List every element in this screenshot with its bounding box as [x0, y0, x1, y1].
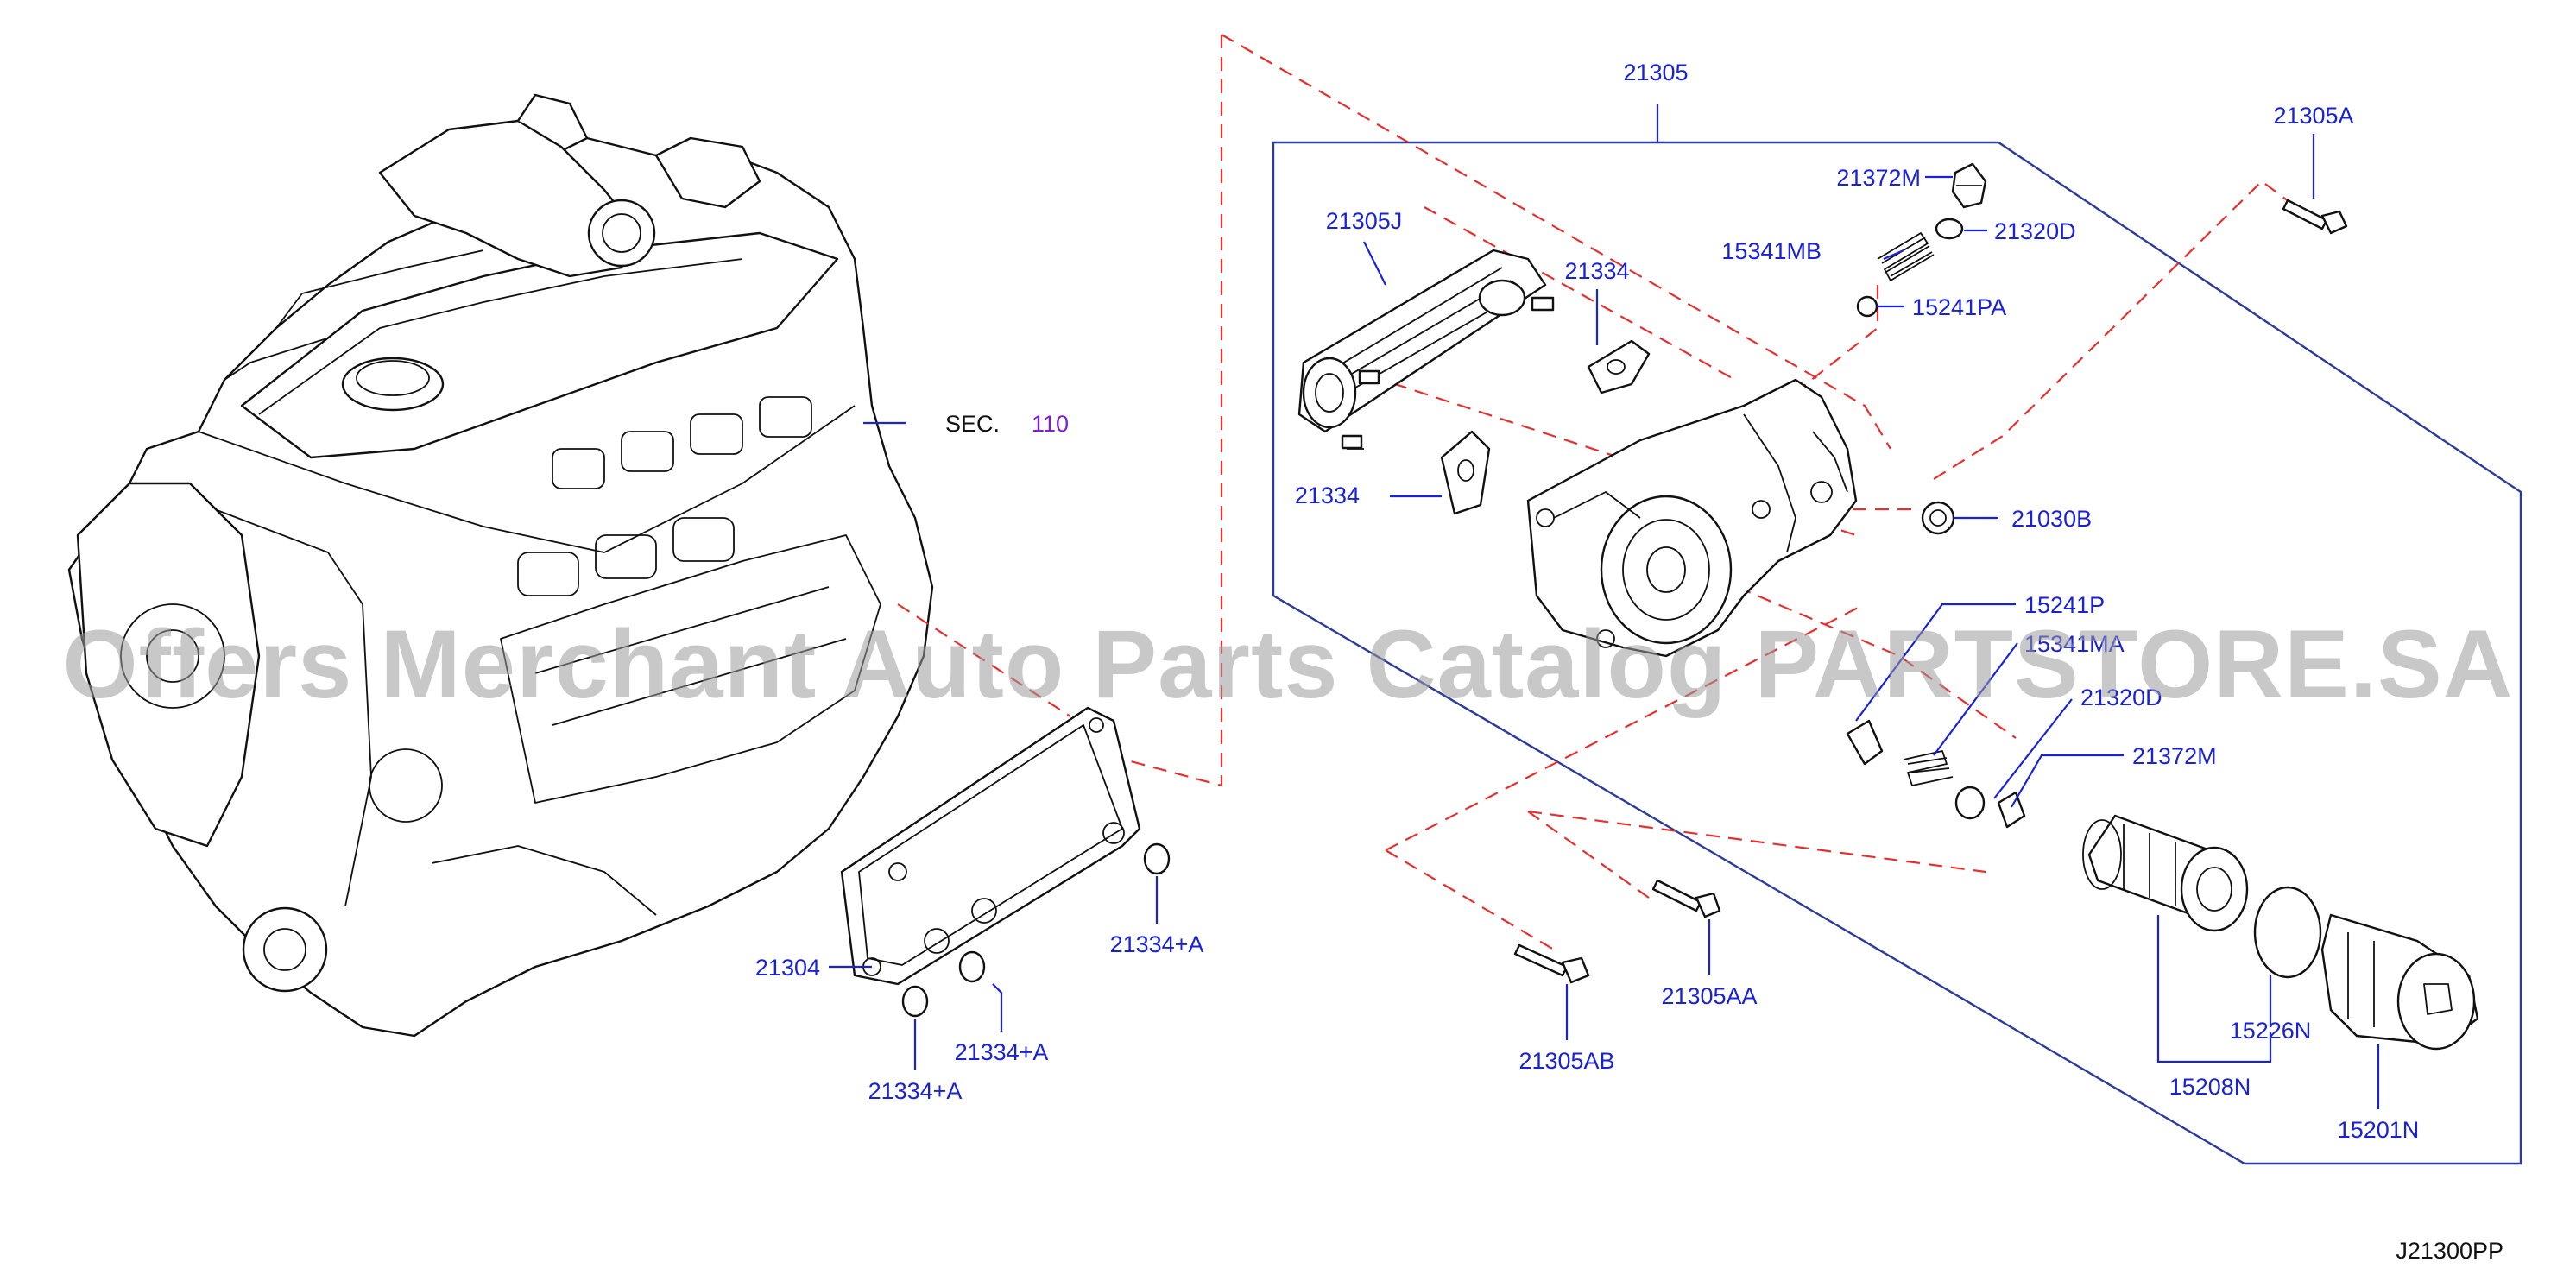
callout-15241p: 15241P — [2024, 592, 2105, 618]
relief-valve-upper — [1856, 162, 1987, 318]
callout-21372m-low: 21372M — [2132, 743, 2217, 769]
oil-filter-cap — [2320, 913, 2479, 1051]
callout-21334-top: 21334 — [1564, 258, 1629, 284]
bolt-21305aa — [1651, 879, 1721, 918]
gasket-hole — [1607, 359, 1626, 375]
figure-code: J21300PP — [2396, 1238, 2503, 1264]
callout-15208n: 15208N — [2169, 1074, 2251, 1100]
filter-o-ring-icon — [2253, 886, 2322, 979]
callout-21030b: 21030B — [2011, 506, 2092, 532]
callout-21305: 21305 — [1623, 60, 1688, 85]
oil-cooler-gasket — [840, 706, 1141, 986]
section-ref-link[interactable]: 110 — [1032, 411, 1069, 437]
callout-21305ab: 21305AB — [1518, 1048, 1614, 1074]
o-ring-icon — [901, 985, 929, 1018]
gasket-small-upper — [1587, 339, 1651, 394]
callout-21305j: 21305J — [1326, 208, 1403, 234]
callout-21334a-3: 21334+A — [1110, 931, 1204, 957]
callout-21304: 21304 — [755, 955, 820, 981]
callout-21334-left: 21334 — [1295, 483, 1360, 508]
callout-15226n: 15226N — [2230, 1018, 2312, 1044]
bolt-21305a — [2282, 199, 2348, 235]
oil-cooler — [1297, 249, 1555, 450]
callout-21305aa: 21305AA — [1661, 983, 1757, 1009]
assembly-frame — [1272, 141, 2522, 1165]
relief-valve-lower — [1846, 719, 2026, 829]
gasket-hole — [1457, 459, 1474, 482]
leader-lines — [829, 104, 2380, 1109]
callout-15341mb: 15341MB — [1721, 238, 1822, 264]
gasket-small-lower — [1440, 430, 1491, 515]
oil-filter-element — [2082, 814, 2249, 932]
callout-15241pa: 15241PA — [1912, 294, 2006, 320]
watermark: Offers Merchant Auto Parts Catalog PARTS… — [62, 610, 2513, 718]
callout-21305a: 21305A — [2273, 103, 2353, 129]
o-ring-icon — [1143, 842, 1171, 875]
section-ref-prefix: SEC. — [945, 411, 1000, 437]
plug-21030b — [1921, 501, 1955, 535]
callout-21320d-top: 21320D — [1994, 218, 2076, 244]
callout-21320d-low: 21320D — [2080, 685, 2162, 710]
engine-block-illustration — [67, 93, 934, 1038]
callout-15201n: 15201N — [2338, 1117, 2420, 1143]
callout-21334a-2: 21334+A — [955, 1039, 1049, 1065]
oil-filter-bracket — [1526, 378, 1858, 658]
callout-21372m-top: 21372M — [1836, 165, 1921, 191]
bolt-21305ab — [1513, 943, 1590, 984]
callouts: 21305 21305A 21372M 21320D 15341MB 15241… — [755, 60, 2419, 1143]
o-ring-icon — [958, 950, 986, 983]
callout-15341ma: 15341MA — [2024, 631, 2125, 657]
callout-21334a-1: 21334+A — [868, 1078, 963, 1104]
